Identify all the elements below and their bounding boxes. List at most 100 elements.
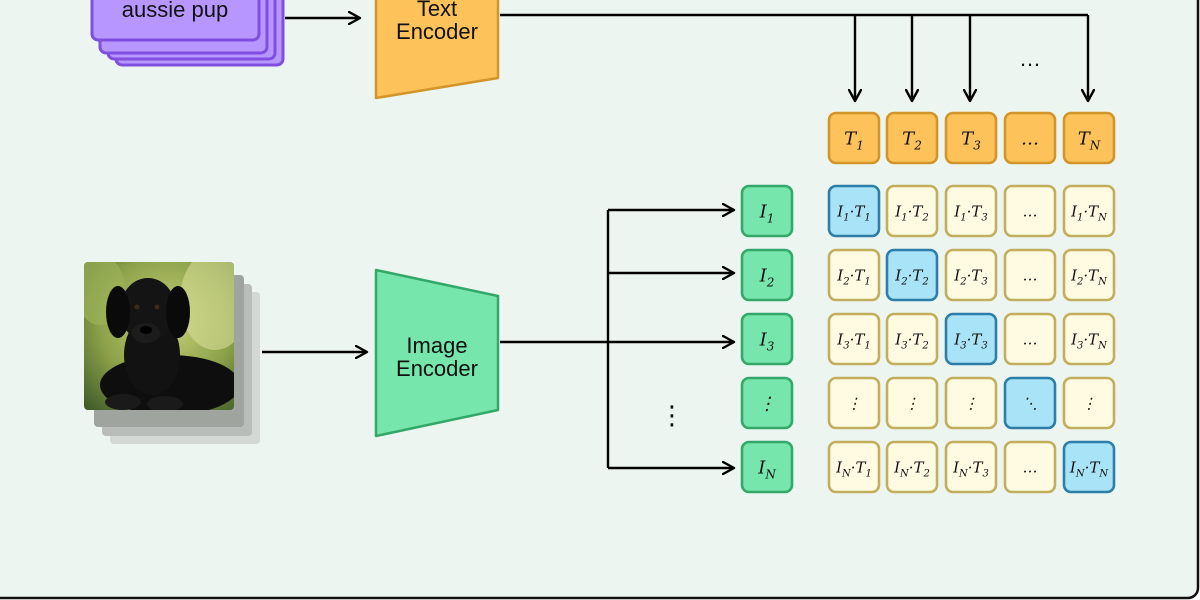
text-token-2-label: T2​ bbox=[902, 128, 922, 152]
matrix-cell-r5-c1: IN​·T1​ bbox=[827, 440, 881, 494]
image-arrows-ellipsis: ⋮ bbox=[659, 400, 685, 430]
text-token-4-label: … bbox=[1021, 128, 1039, 149]
matrix-cell-r5-c4: … bbox=[1003, 440, 1057, 494]
image-encoder-label-line2: Encoder bbox=[396, 356, 478, 381]
matrix-cell-r3-c4-box bbox=[1003, 312, 1057, 366]
matrix-cell-r2-c1-box bbox=[827, 248, 881, 302]
matrix-cell-r3-c4: … bbox=[1003, 312, 1057, 366]
text-token-1-box bbox=[827, 111, 881, 165]
matrix-cell-r5-c1-label: IN​·T1​ bbox=[835, 458, 872, 479]
text-token-5-box bbox=[1062, 111, 1116, 165]
matrix-cell-r4-c4: ⋱ bbox=[1003, 376, 1057, 430]
similarity-matrix: I1​·T1​I1​·T2​I1​·T3​…I1​·TN​I2​·T1​I2​·… bbox=[827, 184, 1116, 494]
matrix-cell-r1-c4: … bbox=[1003, 184, 1057, 238]
text-token-4: … bbox=[1003, 111, 1057, 165]
matrix-cell-r5-c3: IN​·T3​ bbox=[944, 440, 998, 494]
matrix-cell-r3-c5-box bbox=[1062, 312, 1116, 366]
matrix-cell-r1-c2: I1​·T2​ bbox=[885, 184, 939, 238]
image-token-3-label: I3​ bbox=[759, 329, 775, 353]
matrix-cell-r5-c4-label: … bbox=[1023, 458, 1038, 476]
matrix-cell-r3-c3-box bbox=[944, 312, 998, 366]
matrix-cell-r1-c5-box bbox=[1062, 184, 1116, 238]
matrix-cell-r3-c2-label: I3​·T2​ bbox=[894, 330, 928, 351]
matrix-cell-r4-c2: ⋮ bbox=[885, 376, 939, 430]
image-encoder-label-line1: Image bbox=[406, 333, 467, 358]
matrix-cell-r1-c2-box bbox=[885, 184, 939, 238]
image-token-3: I3​ bbox=[740, 312, 794, 366]
image-token-1-label: I1​ bbox=[759, 201, 775, 225]
text-embedding-arrows: … bbox=[500, 13, 1088, 101]
matrix-cell-r4-c2-label: ⋮ bbox=[905, 394, 920, 412]
matrix-cell-r3-c4-label: … bbox=[1023, 330, 1038, 348]
image-token-3-box bbox=[740, 312, 794, 366]
matrix-cell-r5-c4-box bbox=[1003, 440, 1057, 494]
text-token-3-label: T3​ bbox=[961, 128, 981, 152]
matrix-cell-r2-c4-box bbox=[1003, 248, 1057, 302]
matrix-cell-r5-c1-box bbox=[827, 440, 881, 494]
matrix-cell-r5-c3-label: IN​·T3​ bbox=[952, 458, 989, 479]
matrix-cell-r4-c5-box bbox=[1062, 376, 1116, 430]
image-token-2: I2​ bbox=[740, 248, 794, 302]
image-token-4-box bbox=[740, 376, 794, 430]
image-stack bbox=[84, 262, 260, 444]
matrix-cell-r1-c1: I1​·T1​ bbox=[827, 184, 881, 238]
text-token-3: T3​ bbox=[944, 111, 998, 165]
image-token-column: I1​ I2​ I3​ ⋮ IN​ bbox=[740, 184, 794, 494]
matrix-cell-r1-c5: I1​·TN​ bbox=[1062, 184, 1116, 238]
image-token-1-box bbox=[740, 184, 794, 238]
matrix-cell-r2-c2-box bbox=[885, 248, 939, 302]
matrix-cell-r5-c5-label: IN​·TN​ bbox=[1069, 458, 1109, 479]
matrix-cell-r2-c2: I2​·T2​ bbox=[885, 248, 939, 302]
matrix-cell-r4-c5: ⋮ bbox=[1062, 376, 1116, 430]
matrix-cell-r3-c1-label: I3​·T1​ bbox=[836, 330, 870, 351]
caption-text: aussie pup bbox=[122, 0, 228, 22]
text-token-1-label: T1​ bbox=[844, 128, 864, 152]
matrix-cell-r4-c3-label: ⋮ bbox=[964, 394, 979, 412]
matrix-cell-r3-c1: I3​·T1​ bbox=[827, 312, 881, 366]
matrix-cell-r1-c2-label: I1​·T2​ bbox=[894, 202, 928, 223]
matrix-cell-r5-c2-label: IN​·T2​ bbox=[893, 458, 930, 479]
matrix-cell-r2-c3-label: I2​·T3​ bbox=[953, 266, 987, 287]
text-token-5-label: TN​ bbox=[1078, 128, 1101, 152]
matrix-cell-r5-c5: IN​·TN​ bbox=[1062, 440, 1116, 494]
text-arrows-ellipsis: … bbox=[1019, 46, 1041, 71]
matrix-cell-r5-c5-box bbox=[1062, 440, 1116, 494]
matrix-cell-r2-c3-box bbox=[944, 248, 998, 302]
matrix-cell-r4-c5-label: ⋮ bbox=[1082, 394, 1097, 412]
matrix-cell-r2-c3: I2​·T3​ bbox=[944, 248, 998, 302]
matrix-cell-r3-c3-label: I3​·T3​ bbox=[953, 330, 987, 351]
matrix-cell-r4-c4-label: ⋱ bbox=[1023, 394, 1038, 412]
matrix-cell-r1-c4-label: … bbox=[1023, 202, 1038, 220]
image-token-2-box bbox=[740, 248, 794, 302]
image-token-4: ⋮ bbox=[740, 376, 794, 430]
image-token-5-box bbox=[740, 440, 794, 494]
matrix-cell-r3-c5-label: I3​·TN​ bbox=[1070, 330, 1108, 351]
image-token-5-label: IN​ bbox=[757, 457, 776, 481]
text-token-4-box bbox=[1003, 111, 1057, 165]
image-token-5: IN​ bbox=[740, 440, 794, 494]
matrix-cell-r2-c5-box bbox=[1062, 248, 1116, 302]
text-encoder-label-line2: Encoder bbox=[396, 19, 478, 44]
matrix-cell-r5-c2: IN​·T2​ bbox=[885, 440, 939, 494]
matrix-cell-r1-c1-box bbox=[827, 184, 881, 238]
matrix-cell-r2-c4: … bbox=[1003, 248, 1057, 302]
image-embedding-arrows: ⋮ bbox=[500, 210, 734, 468]
caption-card-stack: aussie pup bbox=[90, 0, 285, 67]
matrix-cell-r5-c3-box bbox=[944, 440, 998, 494]
text-token-5: TN​ bbox=[1062, 111, 1116, 165]
matrix-cell-r3-c2-box bbox=[885, 312, 939, 366]
image-token-2-label: I2​ bbox=[759, 265, 775, 289]
matrix-cell-r4-c3-box bbox=[944, 376, 998, 430]
matrix-cell-r1-c4-box bbox=[1003, 184, 1057, 238]
matrix-cell-r2-c2-label: I2​·T2​ bbox=[894, 266, 928, 287]
text-token-row: T1​ T2​ T3​ … TN​ bbox=[827, 111, 1116, 165]
text-token-1: T1​ bbox=[827, 111, 881, 165]
text-encoder-label-line1: Text bbox=[417, 0, 457, 21]
matrix-cell-r1-c3: I1​·T3​ bbox=[944, 184, 998, 238]
image-token-1: I1​ bbox=[740, 184, 794, 238]
matrix-cell-r2-c5: I2​·TN​ bbox=[1062, 248, 1116, 302]
matrix-cell-r1-c1-label: I1​·T1​ bbox=[836, 202, 870, 223]
text-token-2-box bbox=[885, 111, 939, 165]
matrix-cell-r4-c1-label: ⋮ bbox=[847, 394, 862, 412]
matrix-cell-r2-c4-label: … bbox=[1023, 266, 1038, 284]
